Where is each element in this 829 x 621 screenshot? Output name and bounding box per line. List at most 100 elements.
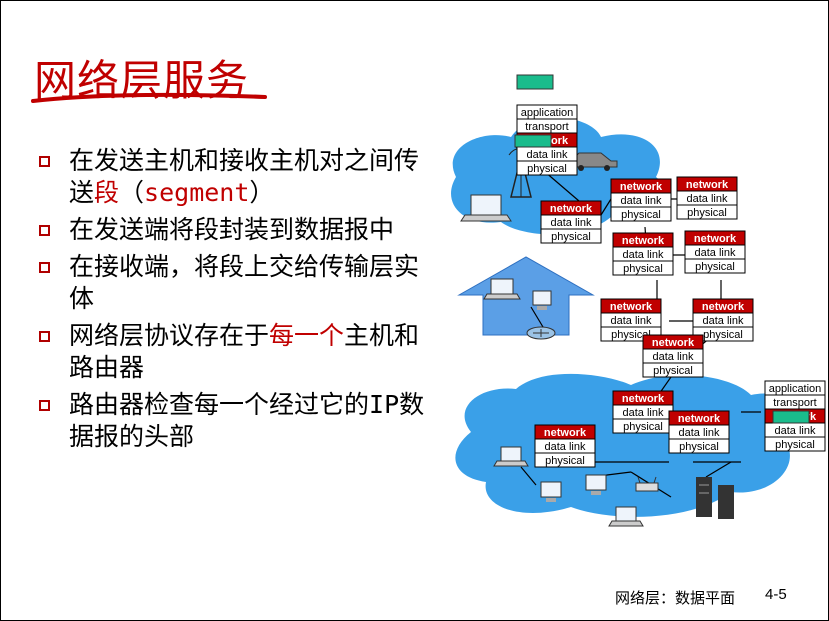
layer-label: application (769, 383, 822, 395)
layer-label: data link (611, 315, 652, 327)
layer-label: network (694, 233, 737, 245)
footer-title: 网络层：数据平面 (615, 589, 736, 607)
layer-label: application (521, 107, 574, 119)
layer-label: physical (527, 163, 567, 175)
layer-label: data link (695, 247, 736, 259)
layer-label: data link (687, 193, 728, 205)
sending-host-stack: applicationtransportnetworkdata linkphys… (514, 104, 578, 176)
router-stack-9: network data link physical (612, 390, 674, 434)
layer-label: physical (621, 209, 661, 221)
layer-box (642, 362, 704, 378)
layer-label: physical (695, 261, 735, 273)
router-stack-3: network data link physical (676, 176, 738, 220)
router-stack-1: network data link physical (540, 200, 602, 244)
title-underline-swoosh (31, 92, 267, 103)
router-stack-4: network data link physical (612, 232, 674, 276)
layer-label: transport (773, 397, 816, 409)
layer-box (516, 160, 578, 176)
layer-label: physical (551, 231, 591, 243)
protocol-stacks: applicationtransportnetworkdata linkphys… (514, 104, 826, 468)
layer-label: data link (623, 249, 664, 261)
layer-box (668, 438, 730, 454)
layer-box (540, 228, 602, 244)
network-diagram: applicationtransportnetworkdata linkphys… (451, 74, 826, 527)
layer-label: data link (551, 217, 592, 229)
layer-label: network (550, 203, 593, 215)
desktop-icon-home (532, 290, 552, 310)
layer-label: network (686, 179, 729, 191)
layer-label: physical (611, 329, 651, 341)
laptop-icon-lan-2 (608, 506, 644, 527)
layer-label: data link (527, 149, 568, 161)
layer-label: physical (687, 207, 727, 219)
layer-box (684, 258, 746, 274)
layer-label: data link (679, 427, 720, 439)
bullet-text-part: 主机和路由器 (69, 321, 420, 382)
up-arrow (457, 256, 595, 336)
layer-box (692, 326, 754, 342)
layer-label: physical (623, 421, 663, 433)
layer-label: physical (653, 365, 693, 377)
receiving-host-stack: applicationtransportnetworkdata linkphys… (764, 380, 826, 452)
layer-label: data link (703, 315, 744, 327)
laptop-icon (460, 194, 512, 222)
router-stack-10: network data link physical (668, 410, 730, 454)
bullet-list: 在发送主机和接收主机对之间传送段（segment）在发送端将段封装到数据报中在接… (39, 145, 439, 458)
layer-label: network (610, 301, 653, 313)
layer-label: physical (679, 441, 719, 453)
bullet-text-part: 在发送主机和接收主机对之间传送 (69, 146, 420, 207)
layer-label: data link (621, 195, 662, 207)
wireless-ap-icon-lan (635, 476, 659, 492)
bullet-item: 路由器检查每一个经过它的IP数据报的头部 (39, 389, 439, 453)
layer-box (610, 206, 672, 222)
layer-box (676, 204, 738, 220)
car-icon (570, 152, 618, 171)
layer-label: network (652, 337, 695, 349)
segment-box (514, 134, 552, 148)
bullet-text-part: 在发送端将段封装到数据报中 (69, 215, 395, 244)
segment-box (516, 74, 554, 90)
bullet-box-icon (39, 225, 50, 236)
desktop-icon-lan (540, 481, 562, 502)
bullet-text-part: 在接收端，将段上交给传输层实体 (69, 252, 420, 313)
page-number: 4-5 (765, 586, 787, 603)
bullet-text-part: （ (119, 178, 145, 207)
layer-label: network (622, 393, 665, 405)
layer-label: network (620, 181, 663, 193)
bullet-text-part: 每一个 (269, 321, 345, 350)
bullet-text-part: 数据报的头部 (69, 390, 425, 451)
bullet-text-part: segment (144, 178, 250, 207)
bullet-text-part: ） (249, 178, 275, 207)
router-stack-5: network data link physical (684, 230, 746, 274)
layer-label: physical (703, 329, 743, 341)
layer-label: data link (623, 407, 664, 419)
layer-label: physical (623, 263, 663, 275)
layer-label: transport (525, 121, 568, 133)
layer-label: physical (545, 455, 585, 467)
layer-label: network (622, 235, 665, 247)
bullet-text-part: 路由器检查每一个经过它的 (69, 390, 370, 419)
layer-label: physical (775, 439, 815, 451)
router-icon-home (526, 326, 556, 340)
layer-label: network (678, 413, 721, 425)
laptop-icon-home-1 (483, 278, 521, 300)
router-stack-6: network data link physical (600, 298, 662, 342)
servers-icon (696, 477, 734, 519)
segment-box (772, 410, 810, 424)
bullet-text-part: IP (369, 390, 400, 419)
bullet-box-icon (39, 156, 50, 167)
layer-label: network (544, 427, 587, 439)
bullet-box-icon (39, 400, 50, 411)
layer-box (612, 260, 674, 276)
bullet-item: 在发送端将段封装到数据报中 (39, 214, 439, 246)
bullet-box-icon (39, 331, 50, 342)
router-stack-2: network data link physical (610, 178, 672, 222)
bullet-item: 在接收端，将段上交给传输层实体 (39, 251, 439, 315)
bullet-box-icon (39, 262, 50, 273)
layer-box (534, 452, 596, 468)
bullet-text-part: 网络层协议存在于 (69, 321, 270, 350)
